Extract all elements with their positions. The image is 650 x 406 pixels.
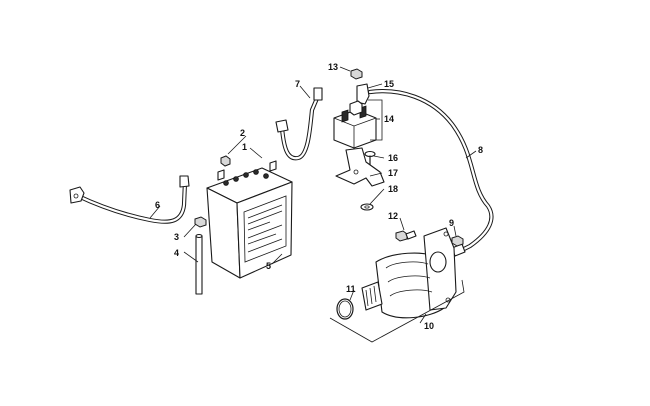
starter-pinion-gear	[361, 281, 383, 311]
callout-12: 12	[388, 211, 398, 221]
callout-10: 10	[424, 321, 434, 331]
terminal-bolt	[220, 155, 231, 167]
battery-nut	[194, 216, 207, 228]
starter-solenoid	[333, 100, 377, 149]
starter-cable-terminal	[356, 83, 370, 105]
starter-mount-bolt	[395, 230, 417, 242]
callout-17: 17	[388, 168, 398, 178]
negative-battery-cable	[69, 175, 190, 224]
callout-5: 5	[266, 261, 271, 271]
starter-motor-cable	[367, 89, 494, 257]
callout-9: 9	[449, 218, 454, 228]
starter-group-frame	[329, 279, 465, 343]
solenoid-bracket	[335, 147, 385, 187]
positive-battery-cable	[275, 87, 323, 161]
starter-o-ring	[336, 298, 354, 320]
callout-2: 2	[240, 128, 245, 138]
callout-4: 4	[174, 248, 179, 258]
callout-11: 11	[346, 284, 356, 294]
battery-label-panel	[243, 195, 287, 263]
callout-1: 1	[242, 142, 247, 152]
battery-cell-caps	[223, 169, 269, 186]
starter-terminal-nut	[451, 235, 464, 247]
leader-lines	[149, 66, 477, 324]
callout-6: 6	[155, 200, 160, 210]
callout-14: 14	[384, 114, 394, 124]
starter-motor	[361, 227, 457, 319]
callout-3: 3	[174, 232, 179, 242]
callout-13: 13	[328, 62, 338, 72]
callout-7: 7	[295, 79, 300, 89]
callout-14-bracket	[368, 99, 383, 141]
callout-18: 18	[388, 184, 398, 194]
battery	[206, 160, 293, 279]
battery-hold-rod	[195, 233, 203, 295]
washer	[360, 203, 374, 211]
callout-8: 8	[478, 145, 483, 155]
callout-16: 16	[388, 153, 398, 163]
callout-15: 15	[384, 79, 394, 89]
solenoid-nut	[350, 68, 363, 80]
